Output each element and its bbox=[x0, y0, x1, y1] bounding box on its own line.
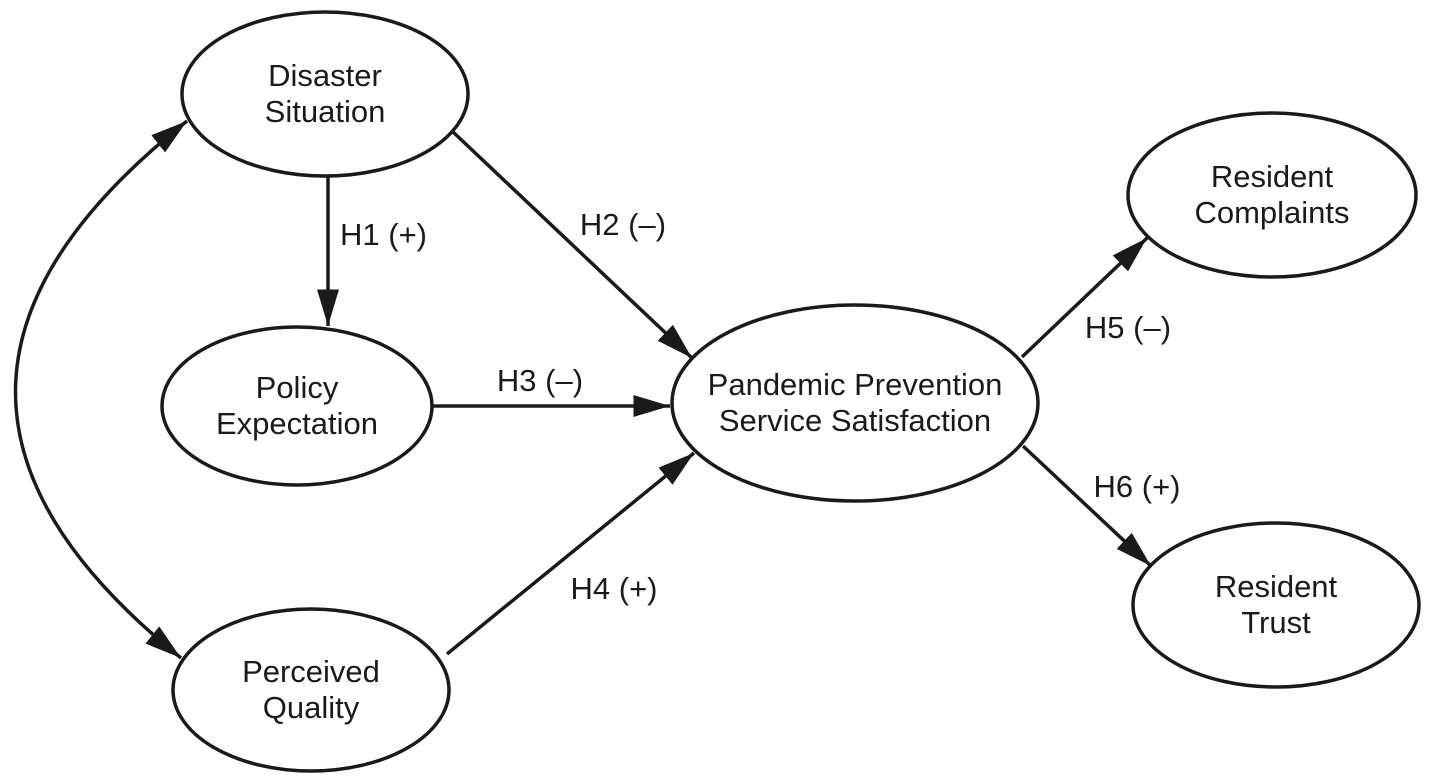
node-perceived-quality-ellipse bbox=[171, 607, 451, 773]
node-pandemic-prevention-service-satisfaction-ellipse bbox=[670, 303, 1040, 503]
edge-h6-arrow bbox=[1021, 444, 1153, 568]
node-resident-trust-ellipse bbox=[1131, 521, 1421, 689]
node-disaster-situation: Disaster Situation bbox=[180, 10, 470, 178]
node-resident-trust: Resident Trust bbox=[1131, 521, 1421, 689]
edge-label-h1: H1 (+) bbox=[340, 217, 427, 252]
edge-h2-arrow bbox=[450, 129, 694, 360]
node-pandemic-prevention-service-satisfaction-label-line1: Pandemic Prevention bbox=[708, 367, 1003, 402]
node-pandemic-prevention-service-satisfaction: Pandemic Prevention Service Satisfaction bbox=[670, 303, 1040, 503]
edge-label-h6: H6 (+) bbox=[1094, 469, 1181, 504]
node-resident-complaints-label-line2: Complaints bbox=[1194, 195, 1349, 230]
node-disaster-situation-label-line2: Situation bbox=[265, 94, 386, 129]
nodes: Disaster Situation Policy Expectation Pe… bbox=[160, 10, 1421, 773]
node-policy-expectation-label-line2: Expectation bbox=[216, 406, 378, 441]
edge-label-h2: H2 (–) bbox=[580, 207, 666, 242]
node-perceived-quality: Perceived Quality bbox=[171, 607, 451, 773]
edges bbox=[13, 119, 1153, 660]
node-disaster-situation-label-line1: Disaster bbox=[268, 58, 382, 93]
edge-labels: H1 (+) H2 (–) H3 (–) H4 (+) H5 (–) H6 (+… bbox=[340, 207, 1181, 606]
node-resident-trust-label-line1: Resident bbox=[1215, 569, 1338, 604]
edge-label-h3: H3 (–) bbox=[497, 363, 583, 398]
node-resident-complaints-label-line1: Resident bbox=[1211, 159, 1334, 194]
node-resident-complaints-ellipse bbox=[1126, 111, 1418, 279]
node-policy-expectation-ellipse bbox=[160, 325, 434, 487]
edge-label-h5: H5 (–) bbox=[1085, 310, 1171, 345]
correlation-arc-disaster-perceived bbox=[13, 119, 189, 660]
edge-h4-arrow bbox=[445, 451, 696, 656]
node-pandemic-prevention-service-satisfaction-label-line2: Service Satisfaction bbox=[719, 403, 991, 438]
node-disaster-situation-ellipse bbox=[180, 10, 470, 178]
node-policy-expectation: Policy Expectation bbox=[160, 325, 434, 487]
edge-h5-arrow bbox=[1020, 236, 1149, 359]
node-perceived-quality-label-line2: Quality bbox=[263, 690, 360, 725]
edge-label-h4: H4 (+) bbox=[571, 571, 658, 606]
node-resident-trust-label-line2: Trust bbox=[1241, 605, 1311, 640]
node-policy-expectation-label-line1: Policy bbox=[256, 370, 339, 405]
node-perceived-quality-label-line1: Perceived bbox=[242, 654, 380, 689]
node-resident-complaints: Resident Complaints bbox=[1126, 111, 1418, 279]
